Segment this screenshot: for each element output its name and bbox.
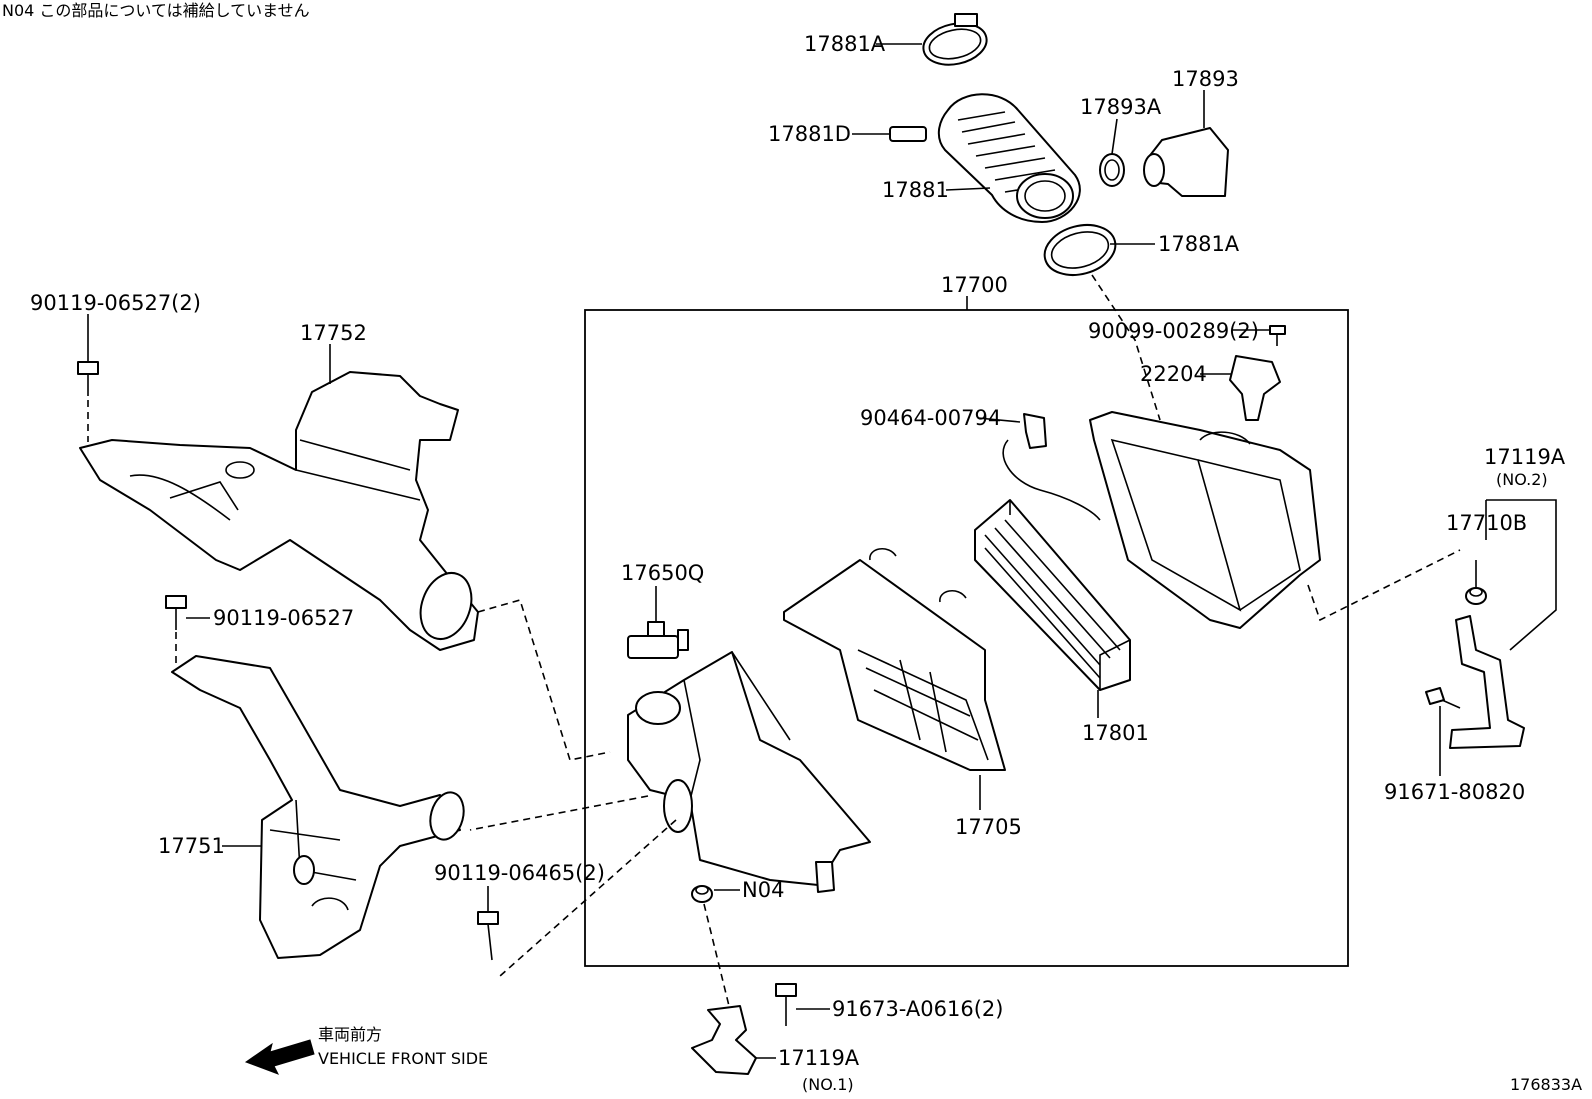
label-no1: (NO.1) xyxy=(802,1075,854,1094)
label-17893A[interactable]: 17893A xyxy=(1080,95,1162,119)
label-91673-A0616[interactable]: 91673-A0616(2) xyxy=(832,997,1003,1021)
vsv-17650Q[interactable] xyxy=(627,621,689,659)
grommet-N04[interactable] xyxy=(691,885,713,903)
inlet-duct-17752[interactable] xyxy=(79,371,480,651)
bracket-17119A-no1[interactable] xyxy=(691,1005,757,1075)
bolt-90119-06527[interactable] xyxy=(165,595,187,630)
resonator-17893[interactable] xyxy=(1143,127,1229,197)
bracket-17119A-no2[interactable] xyxy=(1449,615,1525,749)
hose-clamp-bottom[interactable] xyxy=(1039,218,1121,283)
screw-90099[interactable] xyxy=(1269,325,1286,346)
label-17881A-top[interactable]: 17881A xyxy=(804,32,886,56)
label-17705[interactable]: 17705 xyxy=(955,815,1022,839)
bolt-90119-06465[interactable] xyxy=(477,911,499,961)
label-17751[interactable]: 17751 xyxy=(158,834,225,858)
label-17650Q[interactable]: 17650Q xyxy=(621,561,704,585)
direction-label-en: VEHICLE FRONT SIDE xyxy=(318,1049,488,1068)
air-cleaner-case[interactable] xyxy=(627,651,871,893)
label-90464-00794[interactable]: 90464-00794 xyxy=(860,406,1001,430)
figure-id: 176833A xyxy=(1510,1075,1582,1094)
label-17119A-no2[interactable]: 17119A xyxy=(1484,445,1566,469)
clamp-17893A[interactable] xyxy=(1099,153,1125,187)
label-17881D[interactable]: 17881D xyxy=(768,122,851,146)
label-17881[interactable]: 17881 xyxy=(882,178,949,202)
bolt-90119-06527-top[interactable] xyxy=(77,361,99,396)
label-17801[interactable]: 17801 xyxy=(1082,721,1149,745)
grommet-17710B[interactable] xyxy=(1465,587,1487,605)
label-no2: (NO.2) xyxy=(1496,470,1548,489)
hose-plug-17881D[interactable] xyxy=(889,126,927,142)
filter-frame-17705[interactable] xyxy=(783,548,1006,771)
label-17881A-bottom[interactable]: 17881A xyxy=(1158,232,1240,256)
supply-note: N04 この部品については補給していません xyxy=(2,1,310,20)
mass-airflow-sensor-22204[interactable] xyxy=(1229,355,1281,421)
label-90119-06527-2[interactable]: 90119-06527(2) xyxy=(30,291,201,315)
vehicle-front-arrow-icon xyxy=(244,1039,315,1075)
label-17752[interactable]: 17752 xyxy=(300,321,367,345)
label-17700[interactable]: 17700 xyxy=(941,273,1008,297)
clip-90464[interactable] xyxy=(1023,413,1047,449)
label-17710B[interactable]: 17710B xyxy=(1446,511,1527,535)
label-90119-06465[interactable]: 90119-06465(2) xyxy=(434,861,605,885)
bolt-91673-A0616[interactable] xyxy=(775,983,797,1026)
resonator-duct-17751[interactable] xyxy=(171,655,469,959)
direction-label-jp: 車両前方 xyxy=(318,1025,382,1044)
label-17893[interactable]: 17893 xyxy=(1172,67,1239,91)
label-90119-06527[interactable]: 90119-06527 xyxy=(213,606,354,630)
bolt-91671-80820[interactable] xyxy=(1425,687,1461,709)
air-cleaner-cap[interactable] xyxy=(1089,411,1321,629)
air-cleaner-hose[interactable] xyxy=(937,93,1081,223)
air-filter-element-17801[interactable] xyxy=(974,499,1131,691)
label-17119A-no1[interactable]: 17119A xyxy=(778,1046,860,1070)
label-90099-00289[interactable]: 90099-00289(2) xyxy=(1088,319,1259,343)
label-91671-80820[interactable]: 91671-80820 xyxy=(1384,780,1525,804)
hose-clamp-top[interactable] xyxy=(920,13,991,70)
label-22204[interactable]: 22204 xyxy=(1140,362,1207,386)
label-N04[interactable]: N04 xyxy=(742,878,784,902)
